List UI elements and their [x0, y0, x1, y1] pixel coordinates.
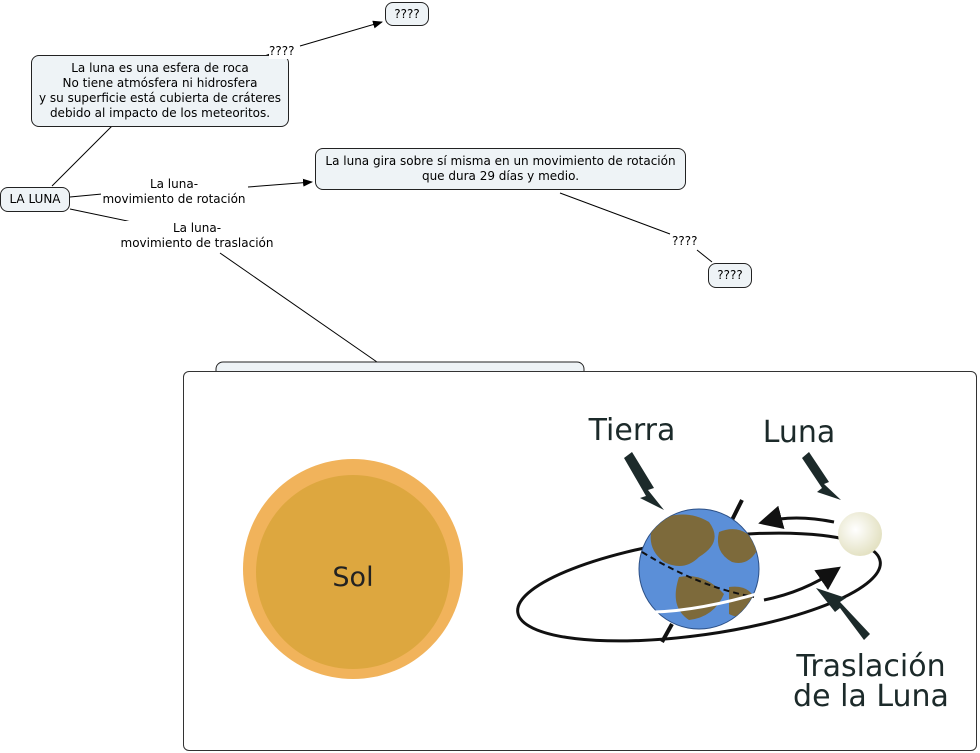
question-node-right[interactable]: ????	[708, 263, 752, 288]
moon-orbit-front	[653, 566, 835, 614]
root-node-la-luna[interactable]: LA LUNA	[0, 187, 70, 212]
link-qlabel-qtop	[299, 20, 383, 47]
orbit-image-panel: Sol Tierra Luna Traslación de la Luna	[183, 371, 977, 751]
link-rotation-qlabel	[559, 192, 671, 235]
link-label-translation-line-1: La luna-	[172, 221, 222, 235]
sun-label: Sol	[332, 562, 373, 593]
earth-pointer-arrow	[624, 452, 664, 510]
moon-label: Luna	[763, 415, 836, 450]
description-node[interactable]: La luna es una esfera de roca No tiene a…	[31, 55, 289, 127]
link-label-translation-line-2: movimiento de traslación	[120, 236, 274, 250]
moon	[838, 512, 882, 556]
earth-land-1	[650, 514, 715, 566]
link-label-rotation-line-2: movimiento de rotación	[102, 192, 246, 206]
link-label-rotation: La luna- movimiento de rotación	[101, 177, 247, 207]
link-root-translation-b	[219, 252, 378, 363]
rotation-line-1: La luna gira sobre sí misma en un movimi…	[325, 154, 676, 168]
question-node-top-label: ????	[394, 6, 420, 21]
orbit-arrow-top	[758, 505, 835, 529]
translation-label-line-2: de la Luna	[793, 679, 949, 714]
link-root-rotation-a	[69, 193, 103, 198]
description-line-3: y su superficie está cubierta de crátere…	[38, 91, 281, 105]
moon-pointer-arrow	[802, 452, 841, 500]
link-label-translation: La luna- movimiento de traslación	[118, 221, 276, 251]
earth-axis-bottom	[660, 623, 674, 643]
sun-inner	[256, 475, 450, 669]
link-root-rotation-b	[247, 178, 313, 188]
earth-axis-top	[730, 499, 744, 521]
link-root-desc	[51, 125, 113, 187]
description-line-1: La luna es una esfera de roca	[71, 61, 249, 75]
link-root-translation-a	[69, 208, 133, 223]
link-qlabel-qright	[696, 249, 713, 263]
root-node-label: LA LUNA	[9, 192, 61, 206]
link-label-rotation-line-1: La luna-	[149, 177, 199, 191]
rotation-node[interactable]: La luna gira sobre sí misma en un movimi…	[315, 148, 686, 190]
rotation-line-2: que dura 29 días y medio.	[421, 169, 580, 183]
moon-orbit-front-arrow	[763, 566, 841, 602]
earth-equator	[641, 551, 755, 598]
link-label-rotation-question: ????	[672, 234, 698, 249]
link-label-desc-question: ????	[269, 44, 295, 59]
translation-label-line-1: Traslación	[795, 649, 945, 684]
description-line-2: No tiene atmósfera ni hidrosfera	[62, 76, 258, 90]
earth-label: Tierra	[588, 413, 676, 448]
translation-pointer-arrow	[816, 588, 870, 640]
question-node-right-label: ????	[717, 268, 743, 282]
orbit-illustration: Sol Tierra Luna Traslación de la Luna	[243, 413, 949, 714]
question-node-top[interactable]: ????	[385, 2, 429, 26]
description-line-4: debido al impacto de los meteoritos.	[49, 106, 271, 120]
earth-land-2	[717, 529, 759, 563]
